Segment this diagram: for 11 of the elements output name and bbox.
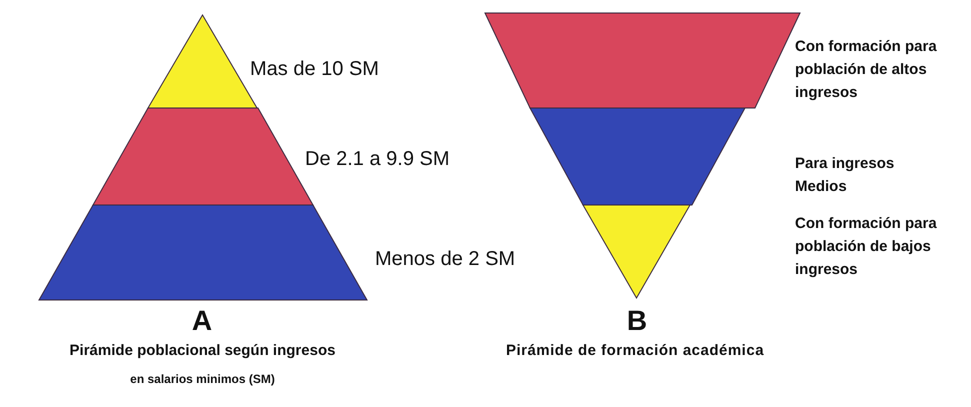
band-label: Mas de 10 SM	[250, 58, 380, 80]
caption-note: en salarios minimos (SM)	[129, 372, 276, 386]
panel-letter: A	[190, 305, 214, 337]
panel-letter: B	[626, 305, 648, 337]
band-label: Con formación para población de bajos ingresos	[795, 214, 938, 280]
band-label: Con formación para población de altos ingresos	[795, 37, 938, 103]
band-label: Menos de 2 SM	[375, 248, 516, 270]
band-label: De 2.1 a 9.9 SM	[305, 148, 451, 170]
panel-caption: Pirámide poblacional según ingresos	[68, 342, 336, 359]
band-label: Para ingresos Medios	[795, 154, 896, 197]
panel-caption: Pirámide de formación académica	[504, 342, 766, 359]
